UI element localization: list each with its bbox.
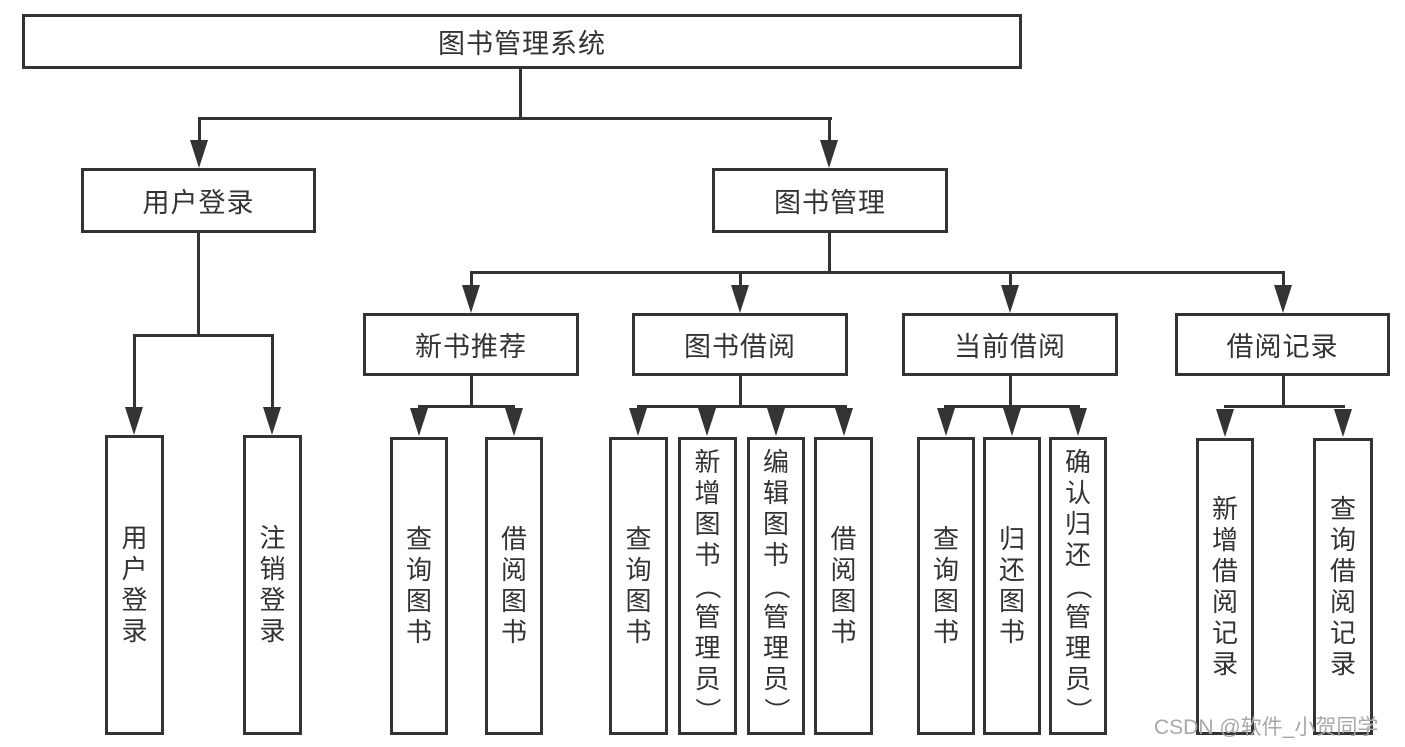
leaf-query-books-borrow: 查询图书 xyxy=(609,437,668,735)
connector-to-user-login xyxy=(198,117,201,144)
arrow-down-icon xyxy=(263,407,281,435)
arrow-down-icon xyxy=(1216,409,1234,437)
leaf-add-books-admin: 新增图书（管理员） xyxy=(678,437,737,735)
node-book-borrow: 图书借阅 xyxy=(632,313,848,376)
leaf-query-books-current: 查询图书 xyxy=(917,437,975,735)
arrow-down-icon xyxy=(1274,285,1292,313)
arrow-down-icon xyxy=(1001,285,1019,313)
arrow-down-icon xyxy=(629,408,647,436)
arrow-down-icon xyxy=(731,285,749,313)
connector-mgmt-stem xyxy=(828,233,831,274)
connector-recommend-stem xyxy=(470,376,473,407)
arrow-down-icon xyxy=(937,408,955,436)
connector-root-crossbar xyxy=(198,117,832,120)
leaf-add-borrow-record: 新增借阅记录 xyxy=(1196,438,1254,735)
node-current-borrow: 当前借阅 xyxy=(902,313,1118,376)
connector-borrow-crossbar xyxy=(637,405,847,408)
leaf-query-books-recommend: 查询图书 xyxy=(390,437,448,735)
connector-current-crossbar xyxy=(944,405,1080,408)
leaf-borrow-books-recommend: 借阅图书 xyxy=(485,437,543,735)
connector-login-crossbar xyxy=(133,334,274,337)
connector-login-stem xyxy=(197,233,200,337)
csdn-watermark: CSDN @软件_小贺同学 xyxy=(1154,716,1379,739)
connector-mgmt-crossbar xyxy=(470,271,1284,274)
connector-current-stem xyxy=(1009,376,1012,407)
connector-to-leaf-user-login xyxy=(133,334,136,409)
arrow-down-icon xyxy=(767,408,785,436)
connector-borrow-stem xyxy=(739,376,742,407)
node-new-book-recommend: 新书推荐 xyxy=(363,313,579,376)
arrow-down-icon xyxy=(190,140,208,168)
arrow-down-icon xyxy=(125,407,143,435)
leaf-query-borrow-record: 查询借阅记录 xyxy=(1313,438,1373,735)
leaf-edit-books-admin: 编辑图书（管理员） xyxy=(747,437,805,735)
arrow-down-icon xyxy=(1334,409,1352,437)
connector-root-stem xyxy=(519,69,522,118)
leaf-logout: 注销登录 xyxy=(243,435,302,735)
leaf-user-login: 用户登录 xyxy=(105,435,164,735)
node-borrow-records: 借阅记录 xyxy=(1175,313,1390,376)
leaf-confirm-return-admin: 确认归还（管理员） xyxy=(1049,437,1107,735)
arrow-down-icon xyxy=(505,408,523,436)
connector-to-book-mgmt xyxy=(828,117,831,144)
arrow-down-icon xyxy=(1003,408,1021,436)
connector-records-crossbar xyxy=(1224,405,1345,408)
leaf-return-books: 归还图书 xyxy=(983,437,1041,735)
arrow-down-icon xyxy=(698,408,716,436)
arrow-down-icon xyxy=(820,140,838,168)
connector-recommend-crossbar xyxy=(418,405,515,408)
arrow-down-icon xyxy=(835,408,853,436)
connector-to-records xyxy=(1282,271,1285,288)
arrow-down-icon xyxy=(410,408,428,436)
arrow-down-icon xyxy=(462,285,480,313)
arrow-down-icon xyxy=(1069,408,1087,436)
leaf-borrow-books: 借阅图书 xyxy=(814,437,873,735)
connector-to-current xyxy=(1009,271,1012,288)
node-book-management: 图书管理 xyxy=(712,168,948,233)
connector-to-borrow xyxy=(739,271,742,288)
connector-records-stem xyxy=(1282,376,1285,407)
node-root-library-system: 图书管理系统 xyxy=(22,14,1022,69)
connector-to-leaf-logout xyxy=(271,334,274,409)
node-user-login: 用户登录 xyxy=(81,168,316,233)
connector-to-recommend xyxy=(470,271,473,288)
